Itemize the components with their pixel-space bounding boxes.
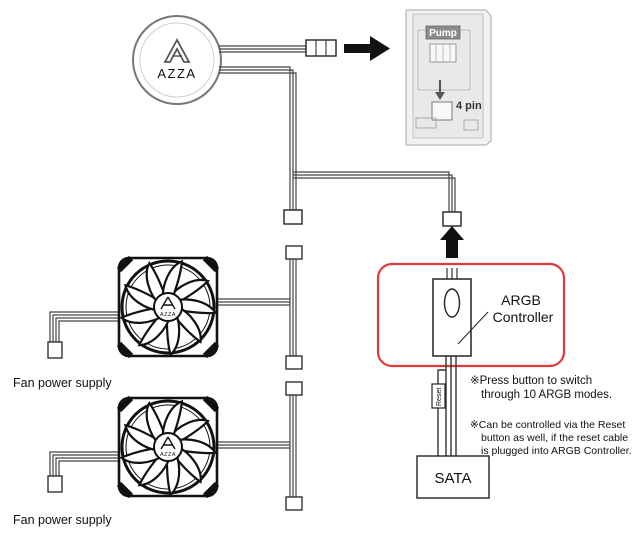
- pump-brand: AZZA: [157, 66, 196, 81]
- pump-argb-plug: [283, 209, 303, 225]
- pump-cable: [219, 45, 306, 53]
- controller-subtitle: Controller: [493, 309, 554, 325]
- chain-plug-mid-upper: [285, 355, 303, 370]
- controller-highlight-box: [376, 262, 566, 368]
- fan-icon: AZZA: [116, 395, 220, 499]
- fan-1-power-label: Fan power supply: [13, 376, 112, 390]
- arrow-up-icon: [440, 226, 464, 258]
- pump-pin-label: 4 pin: [456, 100, 482, 112]
- argb-controller: ARGB Controller: [432, 268, 554, 357]
- pump-4pin-plug: [305, 39, 337, 57]
- sata-cable: [445, 356, 457, 456]
- pump-header-label: Pump: [429, 28, 457, 39]
- fan-2-power-plug: [47, 475, 63, 493]
- fan-1: AZZA Fan power supply: [13, 255, 290, 390]
- fan-icon: AZZA: [116, 255, 220, 359]
- note1-line1: ※Press button to switch: [470, 375, 592, 387]
- reset-plug: [431, 383, 446, 409]
- arrow-right-icon: [344, 36, 390, 61]
- chain-plug-top: [285, 245, 303, 260]
- fan-2-power-label: Fan power supply: [13, 513, 112, 527]
- notes: ※Press button to switch through 10 ARGB …: [470, 375, 632, 457]
- note2-line3: is plugged into ARGB Controller.: [481, 445, 632, 457]
- reset-label: Reset: [436, 388, 443, 406]
- controller-link-plug: [442, 211, 462, 227]
- note2-line2: button as well, if the reset cable: [481, 432, 628, 444]
- sata-label: SATA: [435, 470, 472, 487]
- reset-cable: [437, 369, 446, 456]
- controller-title: ARGB: [501, 292, 541, 308]
- mode-button-icon[interactable]: [443, 288, 461, 318]
- note2-line1: ※Can be controlled via the Reset: [470, 419, 625, 431]
- controller-link-cable: [293, 171, 456, 212]
- chain-plug-bottom: [285, 496, 303, 511]
- fan-2: AZZA Fan power supply: [13, 395, 290, 527]
- sata-connector: [416, 455, 490, 499]
- fan-argb-chain-cable: [289, 259, 297, 497]
- pump-cap: AZZA: [132, 15, 222, 105]
- chain-plug-mid-lower: [285, 381, 303, 396]
- pump-argb-cable: [219, 66, 297, 210]
- fan-1-power-plug: [47, 341, 63, 359]
- note1-line2: through 10 ARGB modes.: [481, 389, 612, 401]
- fan-1-brand: AZZA: [160, 312, 176, 318]
- azza-logo-icon: [163, 38, 191, 63]
- fan-2-brand: AZZA: [160, 452, 176, 458]
- pump-header-inset: Pump 4 pin: [405, 9, 492, 146]
